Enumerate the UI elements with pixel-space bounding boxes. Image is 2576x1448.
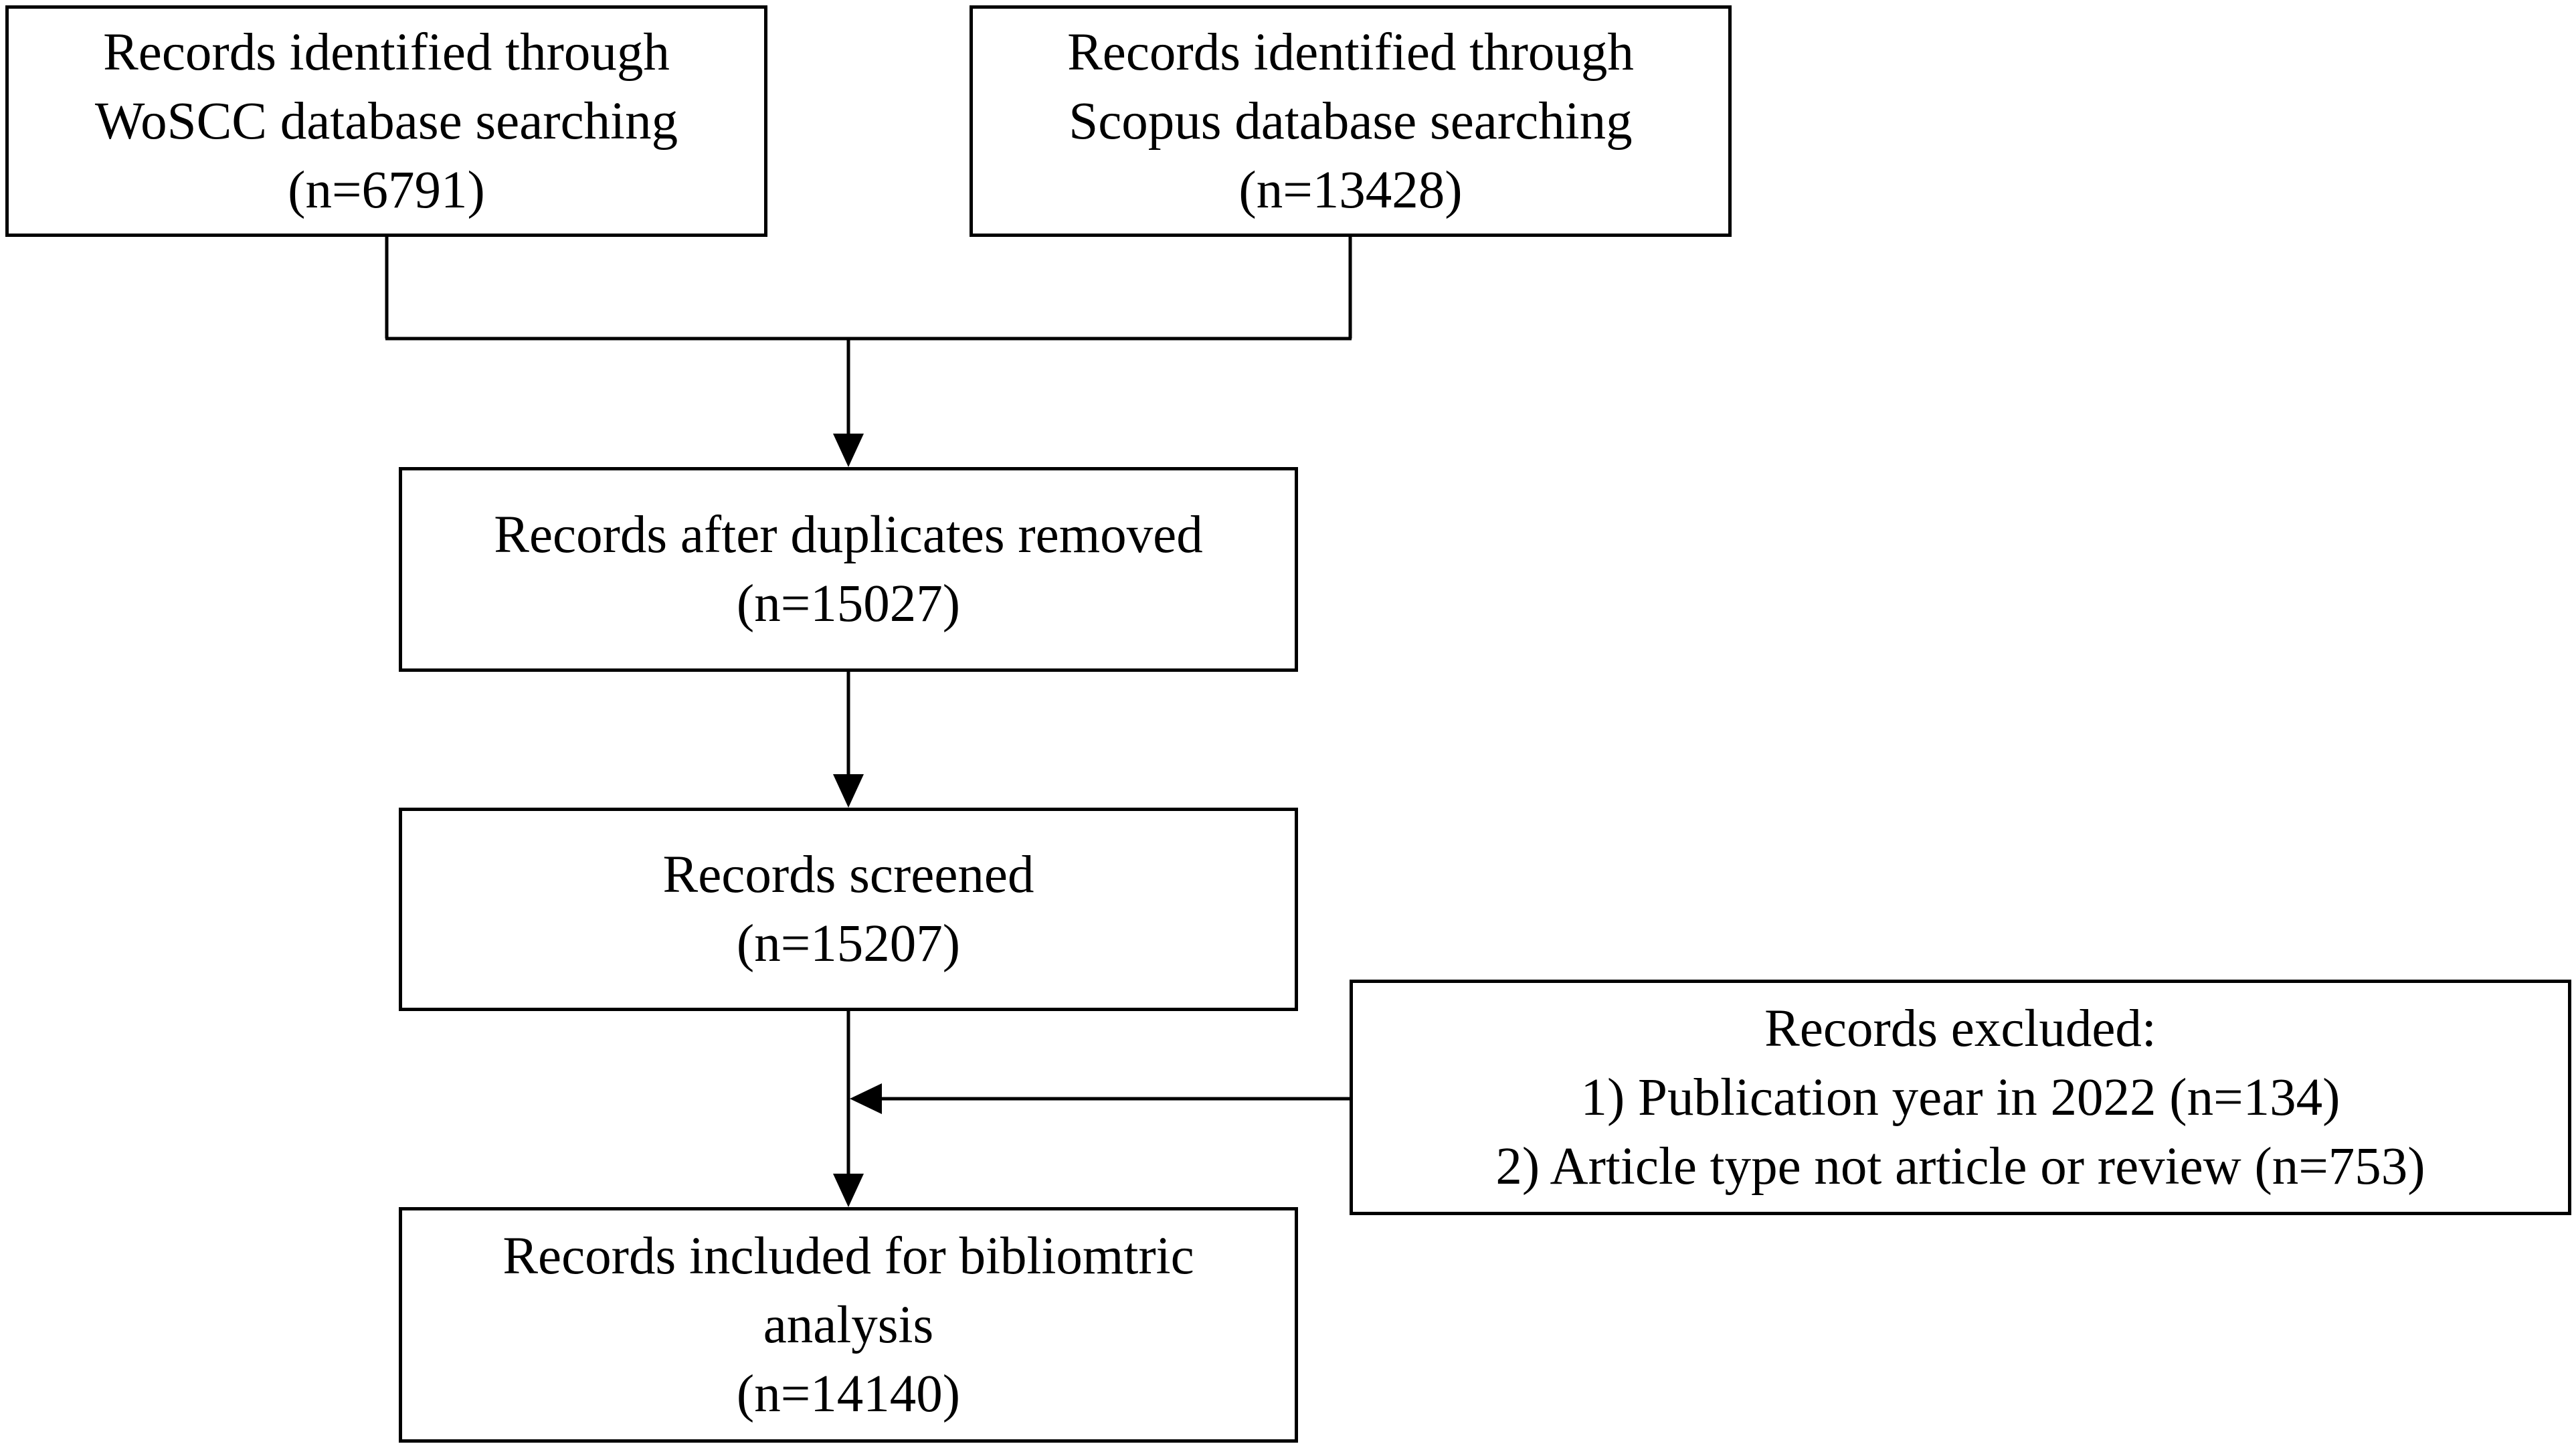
arrowhead-screened	[833, 774, 864, 808]
dedup-count: (n=15027)	[736, 575, 961, 633]
scopus-line-2: Scopus database searching	[1069, 92, 1633, 151]
dedup-line-1: Records after duplicates removed	[494, 506, 1203, 564]
woscc-records-box: Records identified through WoSCC databas…	[5, 5, 767, 237]
scopus-line-1: Records identified through	[1067, 23, 1634, 82]
dedup-records-box: Records after duplicates removed (n=1502…	[399, 467, 1298, 672]
woscc-line-2: WoSCC database searching	[94, 92, 678, 151]
woscc-count: (n=6791)	[288, 161, 485, 219]
arrowhead-dedup	[833, 434, 864, 467]
screened-count: (n=15207)	[736, 915, 961, 973]
included-line-2: analysis	[763, 1295, 934, 1354]
scopus-records-box: Records identified through Scopus databa…	[970, 5, 1732, 237]
arrowhead-excluded	[850, 1083, 882, 1114]
excluded-heading: Records excluded:	[1764, 999, 2156, 1058]
screened-line-1: Records screened	[662, 846, 1034, 904]
excluded-reason-1: 1) Publication year in 2022 (n=134)	[1580, 1068, 2340, 1127]
included-count: (n=14140)	[736, 1364, 961, 1423]
screened-records-box: Records screened (n=15207)	[399, 808, 1298, 1011]
included-line-1: Records included for bibliomtric	[502, 1227, 1194, 1285]
woscc-line-1: Records identified through	[103, 23, 670, 82]
included-records-box: Records included for bibliomtric analysi…	[399, 1207, 1298, 1443]
excluded-records-box: Records excluded: 1) Publication year in…	[1350, 980, 2571, 1215]
arrowhead-included	[833, 1174, 864, 1207]
scopus-count: (n=13428)	[1238, 161, 1463, 219]
excluded-reason-2: 2) Article type not article or review (n…	[1495, 1137, 2425, 1196]
